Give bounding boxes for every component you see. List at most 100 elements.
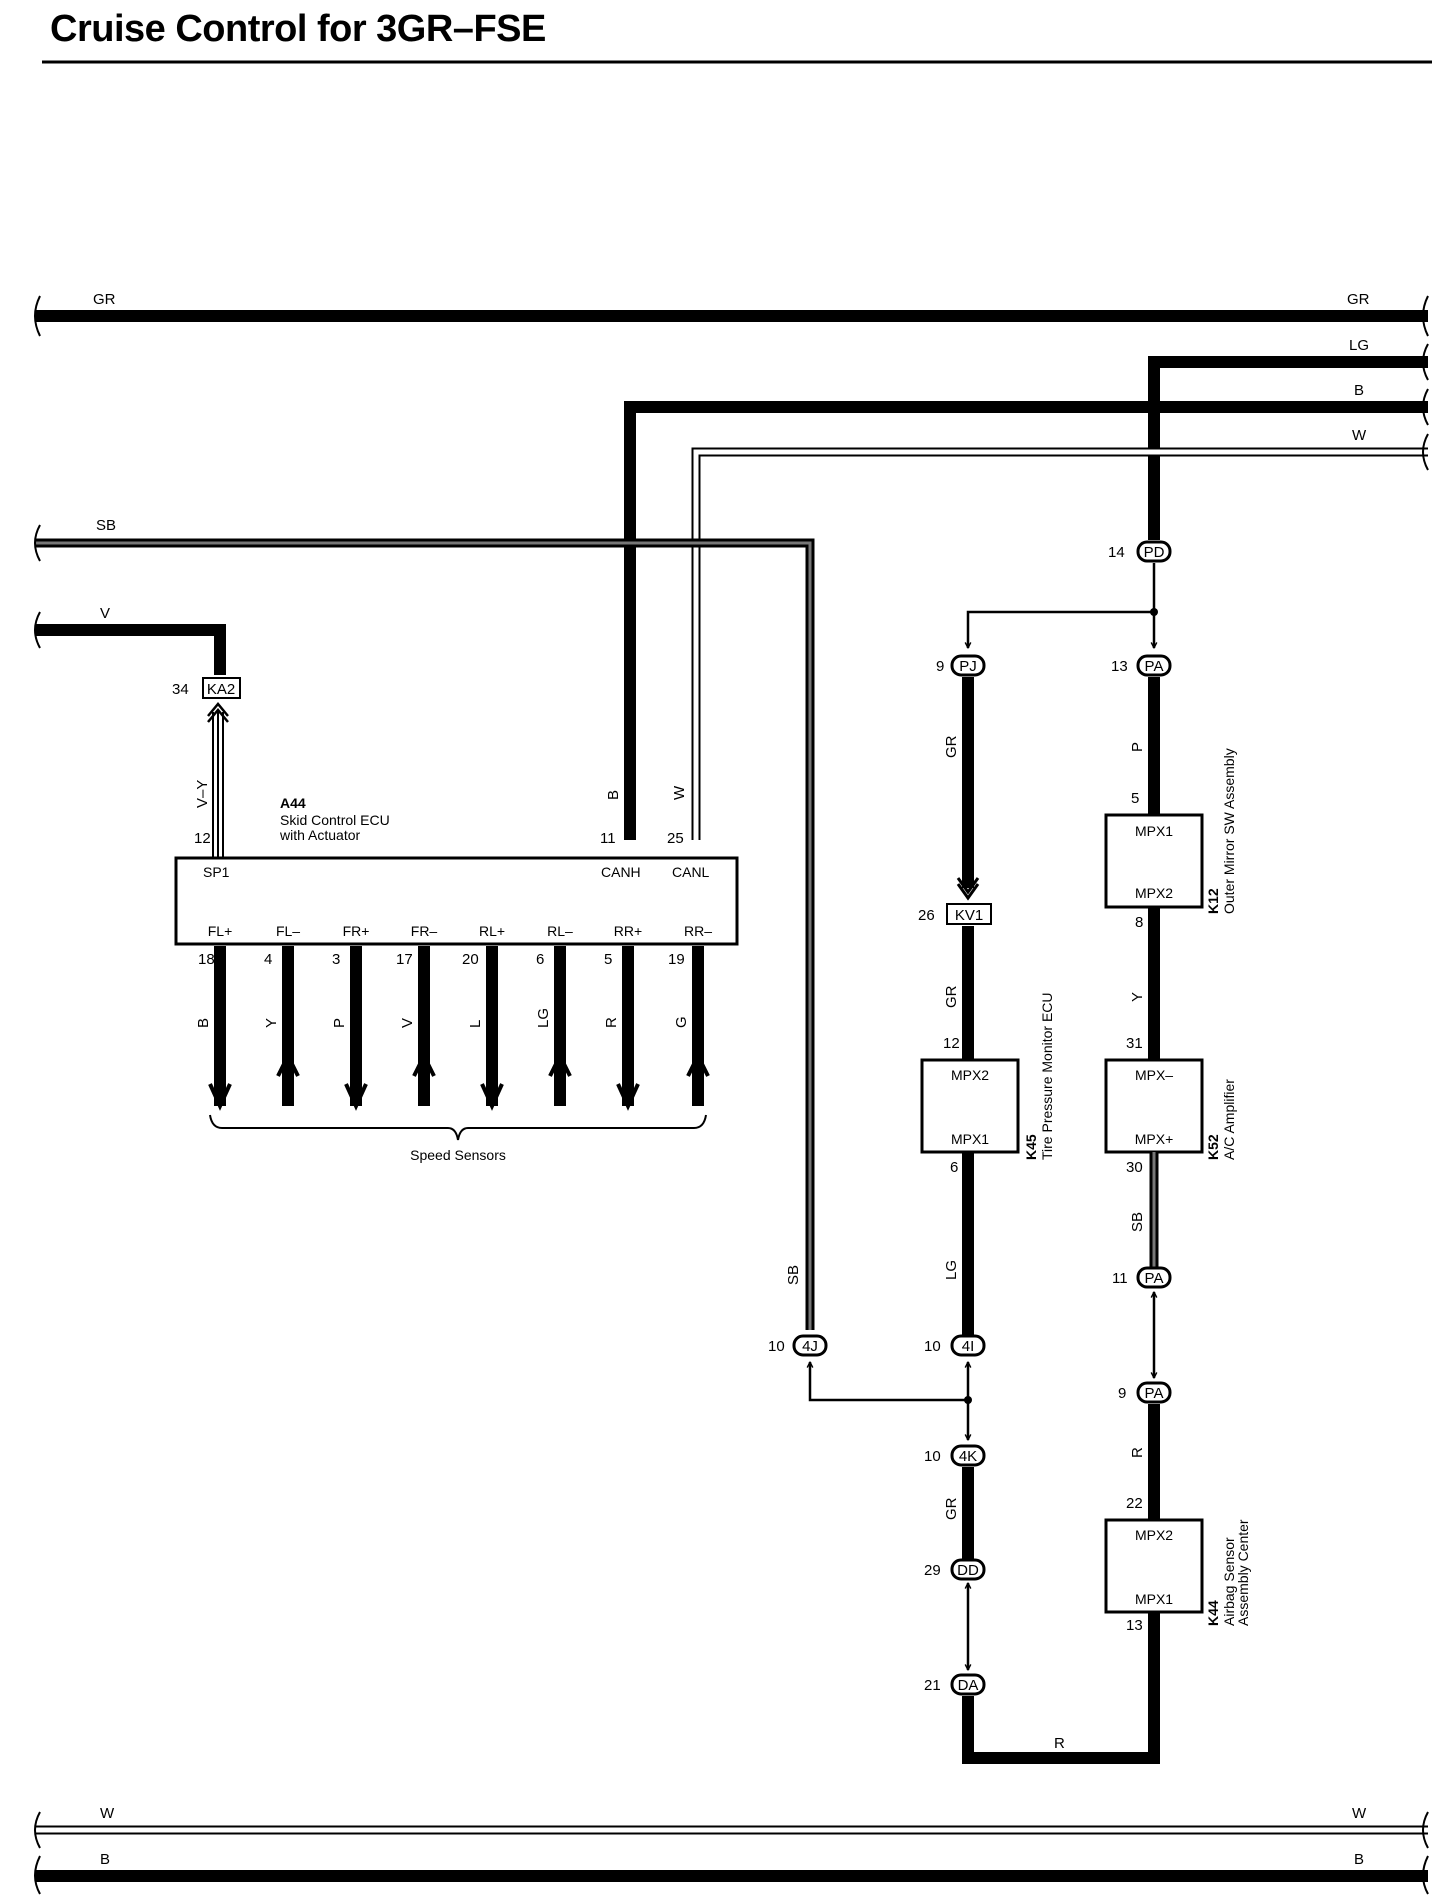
wire-gr-top: GR GR: [34, 291, 1429, 337]
a44-sensor-wire-color: P: [331, 1018, 348, 1028]
pin-pj: 9: [936, 658, 944, 675]
wire-label-w-canl: W: [671, 785, 688, 800]
pin-k44-top: 22: [1126, 1495, 1143, 1512]
pin-pa-mid: 11: [1112, 1270, 1128, 1287]
pin-4k: 10: [924, 1448, 941, 1465]
a44-sensor-wire-color: Y: [263, 1018, 280, 1028]
wire-lg: LG: [1148, 337, 1429, 540]
wire-gr-kv1-k45: GR: [943, 926, 974, 1060]
k52-name: A/C Amplifier: [1221, 1079, 1237, 1160]
wire-v: V: [34, 605, 226, 675]
wire-label-gr-4k: GR: [943, 1497, 960, 1520]
wire-label-gr-kv1: GR: [943, 985, 960, 1008]
a44-sensor-wire-color: G: [673, 1016, 690, 1028]
connector-label-pa-low: PA: [1145, 1385, 1164, 1402]
wire-label-r-bottom: R: [1054, 1735, 1065, 1752]
wire-gr-4k-dd: GR: [943, 1467, 974, 1560]
k45-id: K45: [1023, 1134, 1039, 1160]
k45-terminal-top: MPX2: [951, 1067, 989, 1083]
pin-k52-bottom: 30: [1126, 1159, 1143, 1176]
k12-outer-mirror-sw-assembly: 5 MPX1 MPX2 8 K12 Outer Mirror SW Assemb…: [1104, 748, 1237, 931]
connector-ka2: KA2 34: [172, 677, 241, 699]
connector-label-pd: PD: [1144, 544, 1165, 561]
connector-label-dd: DD: [957, 1562, 979, 1579]
a44-sensor-wire-color: V: [399, 1018, 416, 1028]
a44-terminal-label: FR+: [343, 923, 370, 939]
a44-terminal-label: FL–: [276, 923, 300, 939]
pin-k12-top: 5: [1131, 790, 1139, 807]
connector-4k: 4K 10: [924, 1444, 986, 1467]
wire-label-w-bottom-left: W: [100, 1805, 115, 1822]
a44-terminal-canh: CANH: [601, 864, 641, 880]
connector-4i: 4I 10: [924, 1334, 986, 1357]
pin-a44-canl: 25: [667, 830, 684, 847]
wire-label-p: P: [1129, 742, 1146, 752]
a44-terminal-label: RL–: [547, 923, 573, 939]
connector-label-pj: PJ: [959, 658, 977, 675]
pin-da: 21: [924, 1677, 941, 1694]
wire-splice-pd: [968, 563, 1158, 648]
pin-pa-low: 9: [1118, 1385, 1126, 1402]
wire-b-canh: B B: [605, 382, 1429, 840]
k45-tire-pressure-monitor-ecu: 12 MPX2 MPX1 6 K45 Tire Pressure Monitor…: [920, 992, 1055, 1176]
wire-p-pa-k12: P: [1129, 677, 1160, 815]
wire-splice-4k: [810, 1362, 972, 1440]
wire-sb: SB SB: [34, 517, 815, 1330]
a44-terminal-canl: CANL: [672, 864, 710, 880]
k44-terminal-bottom: MPX1: [1135, 1591, 1173, 1607]
pin-pd: 14: [1108, 544, 1125, 561]
a44-terminal-label: RL+: [479, 923, 505, 939]
wire-label-sb: SB: [96, 517, 116, 534]
k44-name-line1: Airbag Sensor: [1221, 1537, 1237, 1626]
wire-sb-k52-pa: SB: [1129, 1152, 1159, 1268]
k44-id: K44: [1205, 1600, 1221, 1626]
connector-pj: PJ 9: [936, 654, 986, 677]
k12-name: Outer Mirror SW Assembly: [1221, 748, 1237, 914]
wire-label-r-pa: R: [1129, 1447, 1146, 1458]
connector-label-da: DA: [958, 1677, 979, 1694]
wire-label-b: B: [1354, 382, 1364, 399]
pin-k52-top: 31: [1126, 1035, 1143, 1052]
wire-label-w: W: [1352, 427, 1367, 444]
pin-k45-bottom: 6: [950, 1159, 958, 1176]
a44-terminal-pin: 20: [462, 951, 479, 968]
connector-label-kv1: KV1: [955, 907, 983, 924]
pin-dd: 29: [924, 1562, 941, 1579]
wire-label-b-canh: B: [605, 790, 622, 800]
a44-terminal-pin: 18: [198, 951, 215, 968]
pin-a44-sp1: 12: [194, 830, 211, 847]
connector-pa-top: PA 13: [1111, 654, 1172, 677]
connector-label-4j: 4J: [802, 1338, 818, 1355]
wire-label-vy: V–Y: [194, 780, 211, 808]
pin-k45-top: 12: [943, 1035, 960, 1052]
wire-w-bottom: W W: [34, 1805, 1429, 1849]
a44-sensor-wire-color: B: [195, 1018, 212, 1028]
a44-terminal-pin: 3: [332, 951, 340, 968]
k44-airbag-sensor-assembly-center: 22 MPX2 MPX1 13 K44 Airbag Sensor Assemb…: [1104, 1495, 1251, 1634]
k12-id: K12: [1205, 888, 1221, 914]
connector-label-pa-mid: PA: [1145, 1270, 1164, 1287]
pin-ka2: 34: [172, 681, 189, 698]
speed-sensors-label: Speed Sensors: [410, 1147, 506, 1163]
connector-pa-mid: PA 11: [1112, 1266, 1172, 1289]
pin-4j: 10: [768, 1338, 785, 1355]
wire-label-lg: LG: [1349, 337, 1369, 354]
a44-sensor-wire-color: L: [467, 1020, 484, 1028]
k45-name: Tire Pressure Monitor ECU: [1039, 992, 1055, 1160]
a44-terminal-label: RR–: [684, 923, 712, 939]
a44-sensor-terminals: FL+18BFL–4YFR+3PFR–17VRL+20LRL–6LGRR+5RR…: [195, 923, 712, 1111]
connector-label-4k: 4K: [959, 1448, 977, 1465]
k52-terminal-bottom: MPX+: [1135, 1131, 1174, 1147]
arrow-up-icon: [276, 1051, 300, 1077]
a44-terminal-label: FL+: [208, 923, 233, 939]
a44-name-line1: Skid Control ECU: [280, 812, 390, 828]
a44-terminal-sp1: SP1: [203, 864, 230, 880]
a44-id: A44: [280, 795, 306, 811]
k52-id: K52: [1205, 1134, 1221, 1160]
arrow-down-icon: [616, 1083, 640, 1111]
a44-terminal-pin: 17: [396, 951, 413, 968]
wire-label-gr-pj: GR: [943, 735, 960, 758]
connector-4j: 4J 10: [768, 1334, 828, 1357]
connector-dd: DD 29: [924, 1558, 986, 1581]
arrow-down-icon: [344, 1083, 368, 1111]
